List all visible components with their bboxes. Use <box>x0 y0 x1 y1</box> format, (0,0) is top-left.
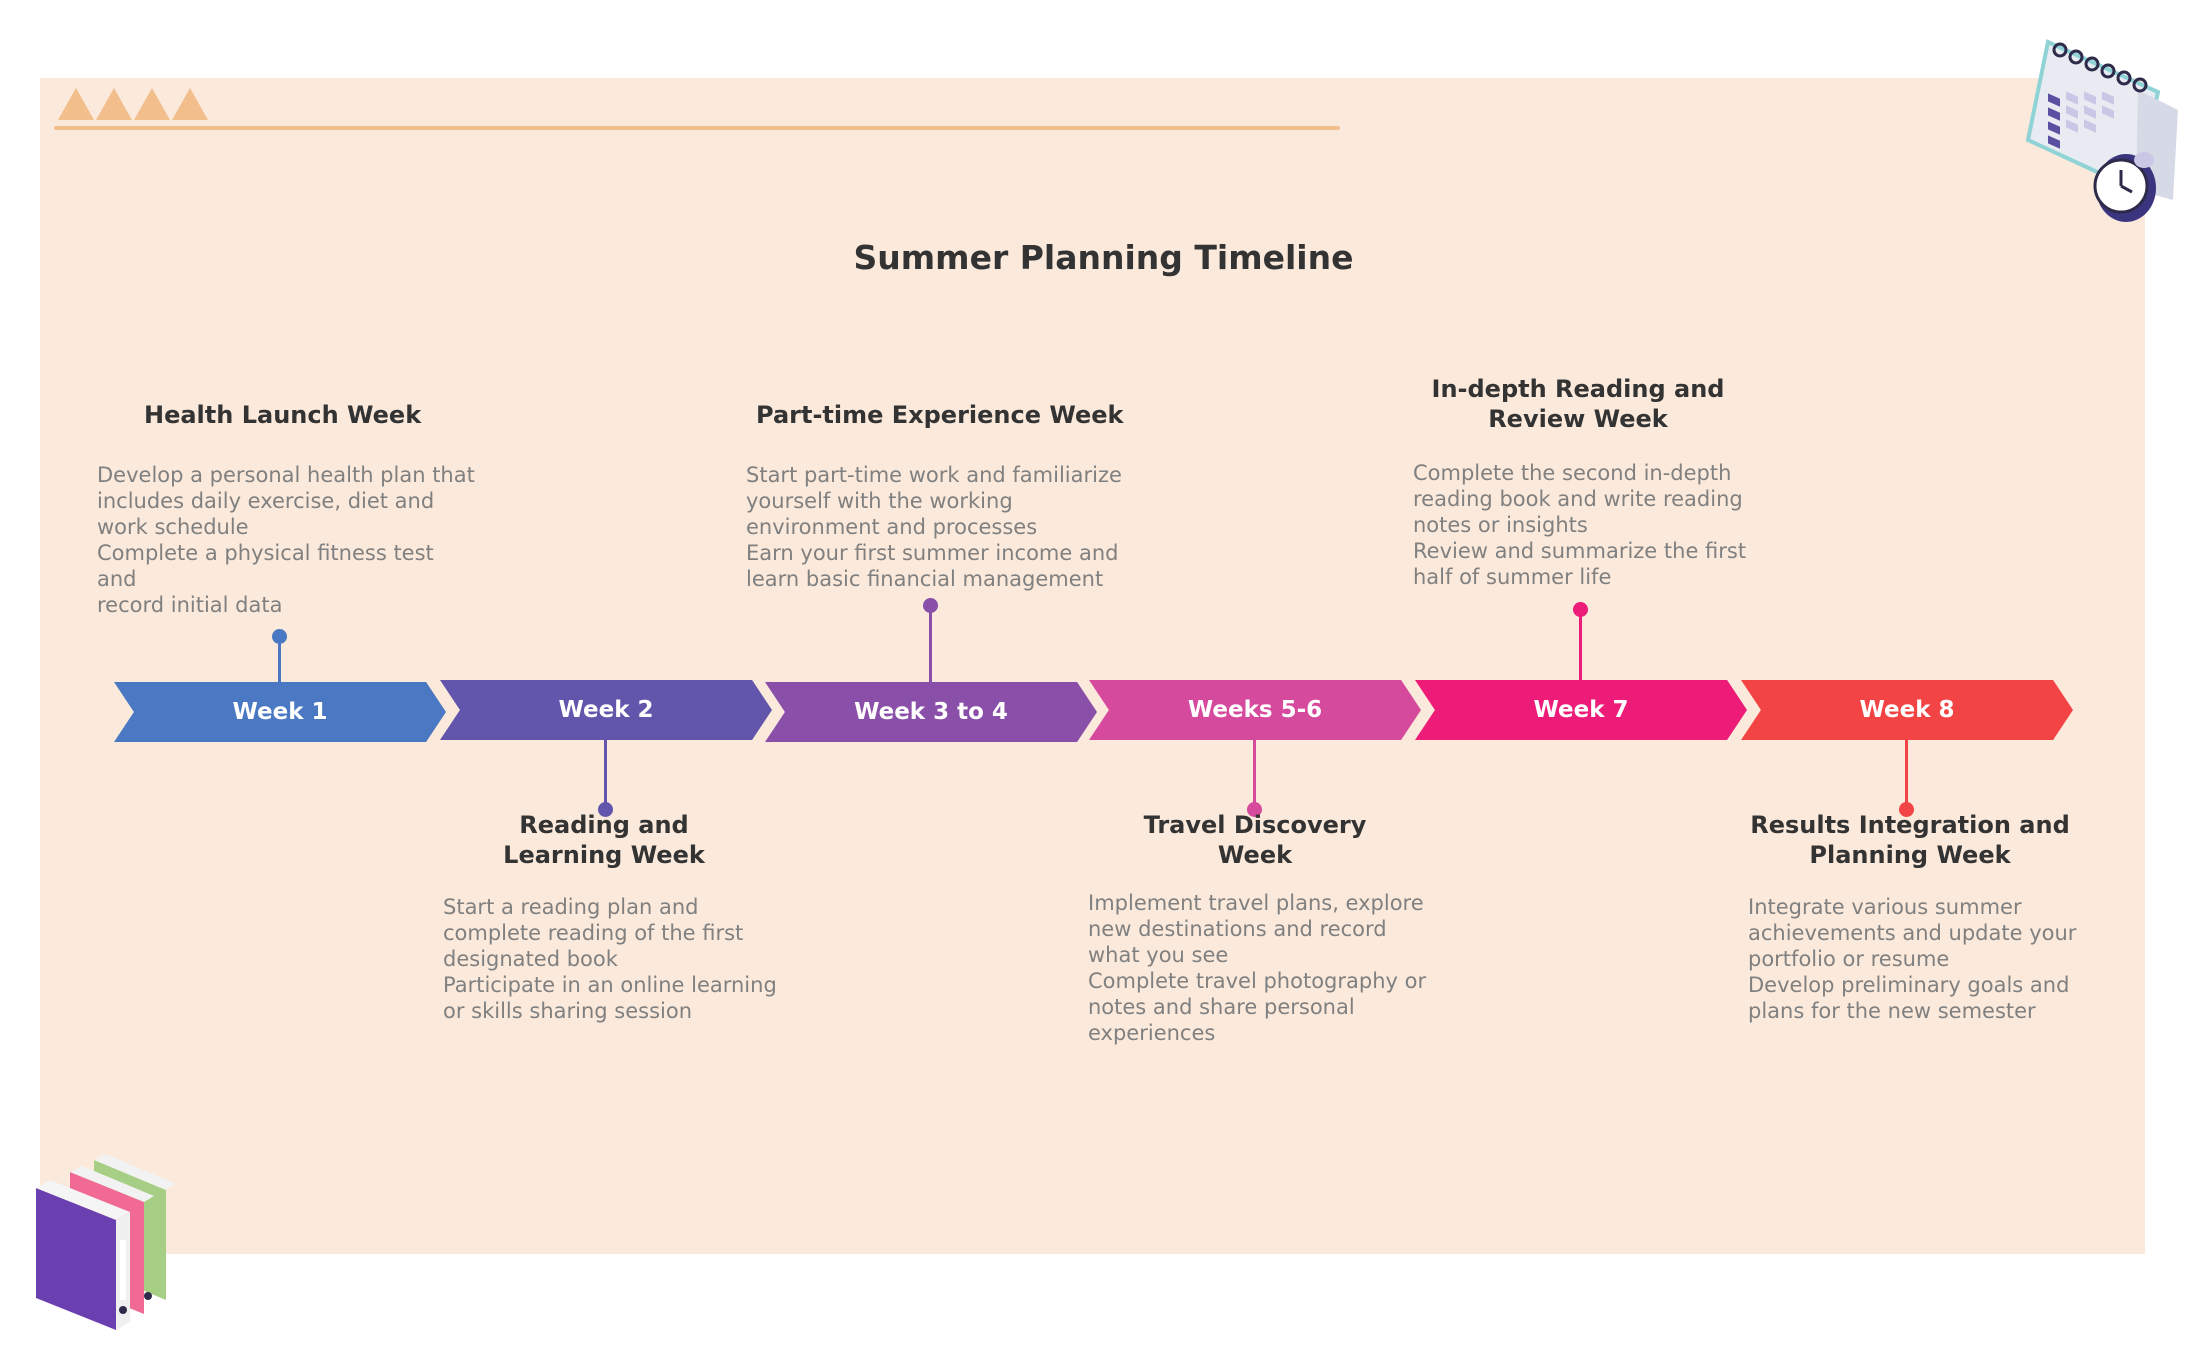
card-desc-line: what you see <box>1088 943 1229 967</box>
card-desc-line: reading book and write reading <box>1413 487 1743 511</box>
stage-week-8: Week 8 <box>1741 680 2073 740</box>
card-title: Health Launch Week <box>97 400 477 430</box>
milestone-card: In-depth Reading and Review Week Complet… <box>1413 374 1763 590</box>
card-title-line: Planning Week <box>1809 841 2011 869</box>
card-desc-line: work schedule <box>97 515 249 539</box>
stage-label: Week 1 <box>232 699 328 725</box>
stage-label: Week 2 <box>558 697 654 723</box>
card-title-line: Review Week <box>1488 405 1668 433</box>
milestone-card: Health Launch Week Develop a personal he… <box>97 400 477 618</box>
card-desc-line: or skills sharing session <box>443 999 693 1023</box>
card-desc-line: Develop preliminary goals and <box>1748 973 2070 997</box>
card-desc-line: environment and processes <box>746 515 1038 539</box>
stage-week-7: Week 7 <box>1415 680 1747 740</box>
card-description: Start part-time work and familiarize you… <box>746 462 1126 592</box>
milestone-dot <box>598 802 613 817</box>
card-desc-line: experiences <box>1088 1021 1216 1045</box>
card-description: Implement travel plans, explore new dest… <box>1088 890 1448 1046</box>
milestone-card: Reading and Learning Week Start a readin… <box>443 810 788 1024</box>
card-desc-line: Complete the second in-depth <box>1413 461 1732 485</box>
milestone-dot <box>1573 602 1588 617</box>
card-title-line: In-depth Reading and <box>1431 375 1725 403</box>
card-desc-line: Participate in an online learning <box>443 973 777 997</box>
stage-week-1: Week 1 <box>114 682 446 742</box>
stage-label: Week 7 <box>1533 697 1629 723</box>
stage-label: Weeks 5-6 <box>1187 697 1323 723</box>
card-desc-line: Review and summarize the first <box>1413 539 1747 563</box>
card-desc-line: Integrate various summer <box>1748 895 2022 919</box>
card-description: Start a reading plan and complete readin… <box>443 894 788 1024</box>
card-desc-line: achievements and update your <box>1748 921 2077 945</box>
card-desc-line: learn basic financial management <box>746 567 1104 591</box>
card-title-line: Travel Discovery <box>1143 811 1367 839</box>
card-desc-line: Start a reading plan and <box>443 895 699 919</box>
card-description: Complete the second in-depth reading boo… <box>1413 460 1763 590</box>
card-desc-line: Implement travel plans, explore <box>1088 891 1424 915</box>
card-title-line: Week <box>1217 841 1293 869</box>
milestone-card: Results Integration and Planning Week In… <box>1748 810 2108 1024</box>
stage-week-3-4: Week 3 to 4 <box>765 682 1097 742</box>
card-desc-line: new destinations and record <box>1088 917 1387 941</box>
timeline-canvas <box>40 78 2145 1254</box>
triangle-icon <box>96 88 132 120</box>
card-desc-line: Complete travel photography or <box>1088 969 1427 993</box>
card-desc-line: includes daily exercise, diet and <box>97 489 435 513</box>
connector-line <box>278 636 281 682</box>
decorative-triangles <box>58 88 208 120</box>
card-desc-line: Start part-time work and familiarize <box>746 463 1122 487</box>
card-desc-line: portfolio or resume <box>1748 947 1950 971</box>
connector-line <box>604 740 607 808</box>
binders-icon <box>36 1154 176 1330</box>
connector-line <box>929 606 932 682</box>
card-title: In-depth Reading and Review Week <box>1413 374 1743 434</box>
stage-week-2: Week 2 <box>440 680 772 740</box>
connector-line <box>1579 610 1582 680</box>
stage-label: Week 8 <box>1859 697 1955 723</box>
card-desc-line: half of summer life <box>1413 565 1612 589</box>
card-desc-line: Earn your first summer income and <box>746 541 1119 565</box>
card-desc-line: Develop a personal health plan that <box>97 463 475 487</box>
milestone-dot <box>1247 802 1262 817</box>
card-desc-line: notes or insights <box>1413 513 1588 537</box>
card-title: Travel Discovery Week <box>1088 810 1422 870</box>
card-desc-line: record initial data <box>97 593 283 617</box>
header-rule <box>54 126 1340 130</box>
connector-line <box>1905 740 1908 808</box>
milestone-dot <box>272 629 287 644</box>
card-description: Integrate various summer achievements an… <box>1748 894 2108 1024</box>
triangle-icon <box>134 88 170 120</box>
page-title: Summer Planning Timeline <box>853 238 1354 277</box>
card-title-line: Results Integration and <box>1750 811 2070 839</box>
card-title-line: Reading and <box>519 811 689 839</box>
card-desc-line: plans for the new semester <box>1748 999 2036 1023</box>
card-title-line: Learning Week <box>503 841 705 869</box>
card-title: Results Integration and Planning Week <box>1748 810 2072 870</box>
triangle-icon <box>172 88 208 120</box>
calendar-clock-icon <box>2025 39 2178 222</box>
milestone-card: Travel Discovery Week Implement travel p… <box>1088 810 1448 1046</box>
card-description: Develop a personal health plan that incl… <box>97 462 477 618</box>
milestone-dot <box>923 598 938 613</box>
stage-weeks-5-6: Weeks 5-6 <box>1089 680 1421 740</box>
card-title: Reading and Learning Week <box>443 810 765 870</box>
connector-line <box>1253 740 1256 808</box>
card-title-line: Part-time Experience Week <box>756 401 1124 429</box>
card-desc-line: yourself with the working <box>746 489 1013 513</box>
stage-label: Week 3 to 4 <box>854 699 1008 725</box>
card-title: Part-time Experience Week <box>746 400 1126 430</box>
card-title-line: Health Launch Week <box>144 401 422 429</box>
card-desc-line: designated book <box>443 947 618 971</box>
triangle-icon <box>58 88 94 120</box>
card-desc-line: Complete a physical fitness test and <box>97 541 434 591</box>
milestone-card: Part-time Experience Week Start part-tim… <box>746 400 1126 592</box>
milestone-dot <box>1899 802 1914 817</box>
card-desc-line: complete reading of the first <box>443 921 744 945</box>
card-desc-line: notes and share personal <box>1088 995 1355 1019</box>
